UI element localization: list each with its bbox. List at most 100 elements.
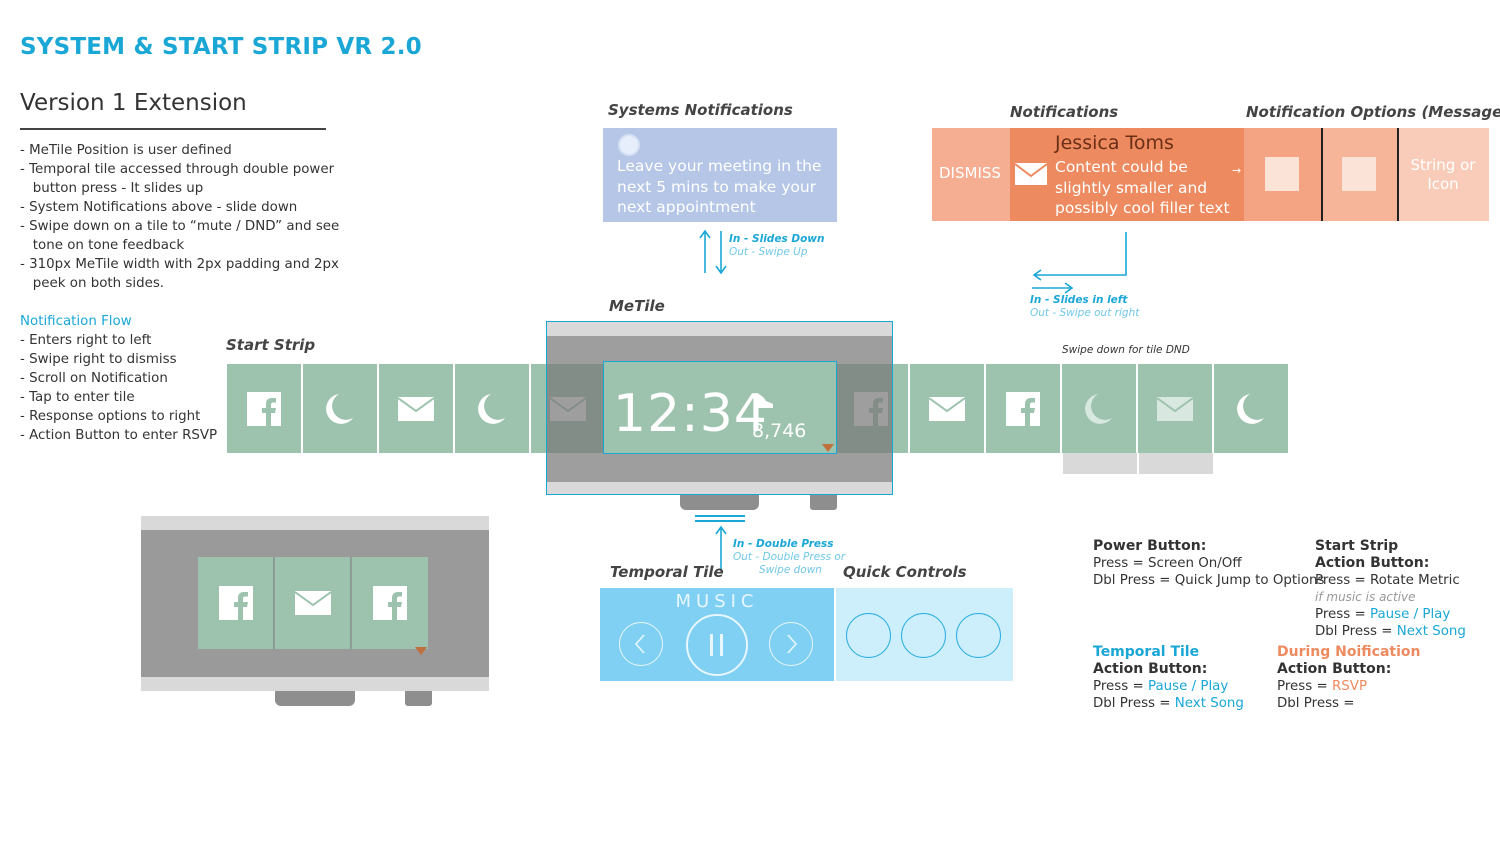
flow-item: - Swipe right to dismiss — [20, 352, 177, 367]
chevron-right-icon — [787, 634, 798, 654]
quick-controls-tile — [836, 588, 1013, 681]
notification-flow-title: Notification Flow — [20, 314, 132, 329]
start-strip-tile[interactable] — [303, 364, 377, 453]
note-item: - Temporal tile accessed through double … — [20, 162, 335, 177]
note-item: button press - It slides up — [20, 181, 204, 196]
notification-flow-list: Notification Flow - Enters right to left… — [20, 312, 217, 445]
mini-tile-strip — [198, 557, 431, 655]
caption-in: In - Double Press — [733, 538, 834, 550]
notification-dot-icon — [618, 134, 640, 156]
note-item: - 310px MeTile width with 2px padding an… — [20, 257, 339, 272]
flow-item: - Scroll on Notification — [20, 371, 168, 386]
flow-item: - Tap to enter tile — [20, 390, 135, 405]
mail-icon — [1157, 396, 1193, 421]
mini-tile[interactable] — [198, 557, 274, 649]
quick-control-button[interactable] — [846, 613, 891, 658]
shoe-icon — [754, 394, 773, 408]
options-key: Press = — [1277, 679, 1332, 694]
options-line: Press = Screen On/Off — [1093, 556, 1242, 571]
metile-time: 12:34 — [613, 384, 768, 444]
option-tile[interactable] — [1323, 128, 1397, 221]
mini-tile[interactable] — [275, 557, 351, 649]
next-button[interactable] — [769, 622, 813, 666]
metile-steps: 8,746 — [752, 420, 807, 442]
corner-marker-icon — [415, 641, 427, 660]
notification-card[interactable]: Jessica Toms Content could be slightly s… — [1010, 128, 1244, 221]
moon-icon — [1084, 392, 1114, 426]
options-value: Next Song — [1396, 624, 1466, 639]
power-button-options: Power Button: Press = Screen On/Off Dbl … — [1093, 538, 1325, 589]
previous-button[interactable] — [619, 622, 663, 666]
notification-line: Content could be — [1055, 158, 1188, 176]
option-square-icon — [1265, 157, 1299, 191]
start-strip-tile[interactable] — [379, 364, 453, 453]
swipe-dnd-label: Swipe down for tile DND — [1062, 344, 1190, 356]
quick-control-button[interactable] — [901, 613, 946, 658]
options-title: Action Button: — [1277, 661, 1392, 677]
start-strip-label: Start Strip — [226, 336, 316, 354]
note-item: tone on tone feedback — [20, 238, 185, 253]
slide-up-arrow-icon — [715, 525, 727, 569]
option-line: String or — [1410, 156, 1476, 174]
caption-out: Out - Double Press or — [733, 551, 846, 563]
start-strip-tile[interactable] — [1214, 364, 1288, 453]
slides-down-caption: In - Slides Down Out - Swipe Up — [729, 233, 824, 259]
start-strip-tile[interactable] — [910, 364, 984, 453]
start-strip-tile[interactable] — [1062, 364, 1136, 453]
note-item: peek on both sides. — [20, 276, 165, 291]
options-line: Press = RSVP — [1277, 678, 1421, 695]
notes-list: - MeTile Position is user defined - Temp… — [20, 141, 339, 293]
dismiss-action[interactable]: DISMISS — [932, 128, 1010, 221]
quick-controls-label: Quick Controls — [843, 563, 967, 581]
facebook-icon — [218, 586, 253, 620]
caption-out: Swipe down — [759, 564, 822, 576]
slides-left-caption: In - Slides in left Out - Swipe out righ… — [1030, 294, 1139, 320]
system-notification-line: next 5 mins to make your — [617, 177, 817, 196]
metile-label: MeTile — [609, 297, 665, 315]
device-button[interactable] — [275, 691, 355, 706]
options-value: Pause / Play — [1369, 607, 1451, 622]
system-notification-line: Leave your meeting in the — [617, 157, 822, 175]
power-button[interactable] — [405, 691, 432, 706]
caption-in: In - Slides Down — [729, 233, 825, 245]
during-notification-options: During Noification Action Button: Press … — [1277, 644, 1421, 712]
device-bottom-bezel — [547, 482, 892, 494]
power-button[interactable] — [810, 494, 837, 510]
option-divider — [1397, 128, 1399, 221]
press-line — [695, 520, 745, 522]
device-top-bezel — [141, 516, 489, 530]
mini-tile[interactable] — [352, 557, 428, 649]
options-note: if music is active — [1315, 590, 1416, 604]
start-strip-tile[interactable] — [1138, 364, 1212, 453]
options-key: Press = — [1093, 679, 1148, 694]
double-press-caption: In - Double Press Out - Double Press or … — [733, 538, 845, 577]
option-string-text: String or Icon — [1399, 156, 1487, 194]
section-heading: Version 1 Extension — [20, 90, 247, 116]
options-title: Action Button: — [1093, 661, 1208, 677]
mini-device — [141, 516, 489, 691]
start-strip-tile[interactable] — [986, 364, 1060, 453]
page-title: SYSTEM & START STRIP VR 2.0 — [20, 34, 422, 60]
start-strip-tile[interactable] — [455, 364, 529, 453]
system-notification-card[interactable]: Leave your meeting in the next 5 mins to… — [603, 128, 837, 222]
corner-marker-icon — [822, 444, 834, 452]
caption-in: In - Slides in left — [1030, 294, 1128, 306]
options-title: Power Button: — [1093, 538, 1207, 554]
options-title: During Noification — [1277, 644, 1421, 660]
pause-button[interactable] — [686, 614, 748, 676]
options-line: Press = Pause / Play — [1093, 678, 1244, 695]
option-square-icon — [1342, 157, 1376, 191]
option-tile[interactable]: String or Icon — [1399, 128, 1489, 221]
temporal-tile[interactable]: MUSIC — [600, 588, 834, 681]
device-button[interactable] — [680, 494, 759, 510]
mail-icon — [294, 591, 331, 615]
metile-screen[interactable]: 12:34 8,746 — [603, 361, 837, 454]
option-tile[interactable] — [1244, 128, 1321, 221]
start-strip-tile[interactable] — [227, 364, 301, 453]
options-line: Press = Pause / Play — [1315, 606, 1466, 623]
music-label: MUSIC — [675, 591, 759, 612]
mail-icon — [398, 396, 434, 421]
options-value: Next Song — [1174, 696, 1244, 711]
options-title: Start Strip — [1315, 538, 1399, 554]
quick-control-button[interactable] — [956, 613, 1001, 658]
